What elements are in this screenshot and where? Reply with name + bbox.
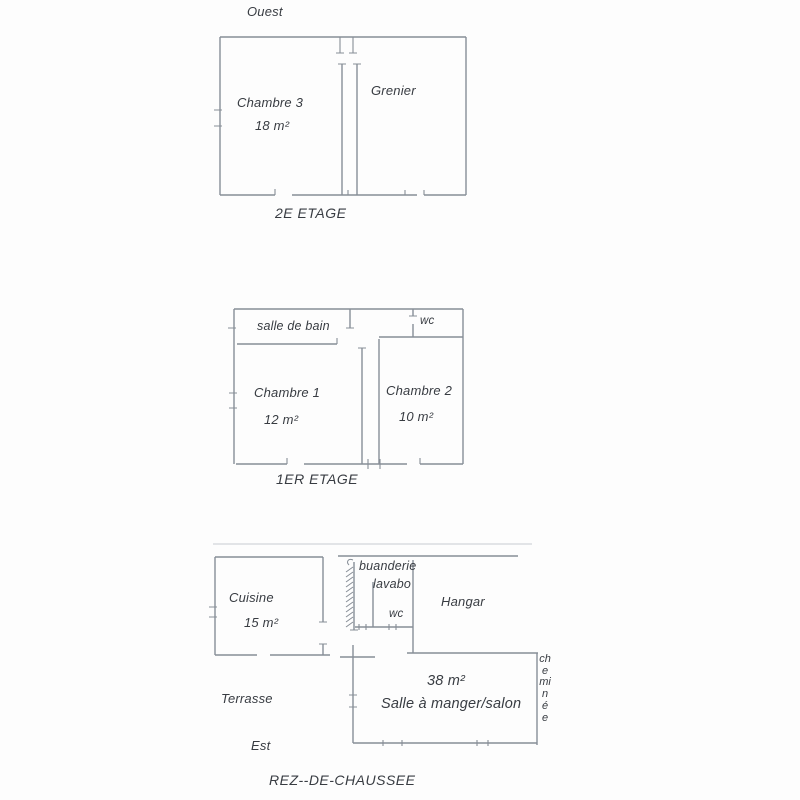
room-label-cheminee: cheminée: [539, 653, 551, 724]
room-label-salon: Salle à manger/salon: [381, 696, 522, 712]
room-label-chambre1: Chambre 1: [254, 385, 321, 400]
ground-walls: [214, 555, 538, 745]
room-area-salon: 38 m²: [427, 673, 466, 689]
floor-title-rez-de-chaussee: REZ--DE-CHAUSSEE: [269, 772, 416, 788]
room-area-cuisine: 15 m²: [244, 615, 279, 630]
room-label-wc-floor1: wc: [420, 315, 435, 327]
floor1-walls: [233, 308, 464, 465]
room-label-terrasse: Terrasse: [221, 691, 273, 706]
floor1-drawing: [228, 308, 464, 469]
room-label-buanderie: buanderie: [359, 559, 417, 573]
room-label-grenier: Grenier: [371, 83, 416, 98]
floor1-window-ticks: [228, 315, 421, 469]
ground-stair-hatch: [345, 559, 354, 628]
room-area-chambre1: 12 m²: [264, 412, 299, 427]
floor-title-1er-etage: 1ER ETAGE: [276, 471, 359, 487]
orientation-label-est: Est: [251, 738, 271, 753]
room-label-chambre2: Chambre 2: [386, 383, 453, 398]
room-label-salle-de-bain: salle de bain: [257, 319, 330, 333]
floor2-divider-wall: [341, 64, 358, 195]
room-label-chambre3: Chambre 3: [237, 95, 304, 110]
orientation-label-ouest: Ouest: [247, 4, 283, 19]
room-label-cuisine: Cuisine: [229, 590, 274, 605]
ground-door-window-ticks: [209, 606, 489, 746]
room-area-chambre3: 18 m²: [255, 118, 290, 133]
floor2-walls: [219, 36, 467, 196]
room-label-hangar: Hangar: [441, 594, 485, 609]
floor-title-2e-etage: 2E ETAGE: [275, 205, 347, 221]
floor2-window-ticks: [214, 109, 425, 195]
room-label-lavabo: lavabo: [373, 577, 412, 591]
floor2-drawing: [214, 36, 467, 196]
floor2-door-marks: [336, 37, 357, 54]
ground-floor-drawing: [209, 543, 538, 746]
room-area-chambre2: 10 m²: [399, 409, 434, 424]
room-label-wc-ground: wc: [389, 608, 404, 620]
